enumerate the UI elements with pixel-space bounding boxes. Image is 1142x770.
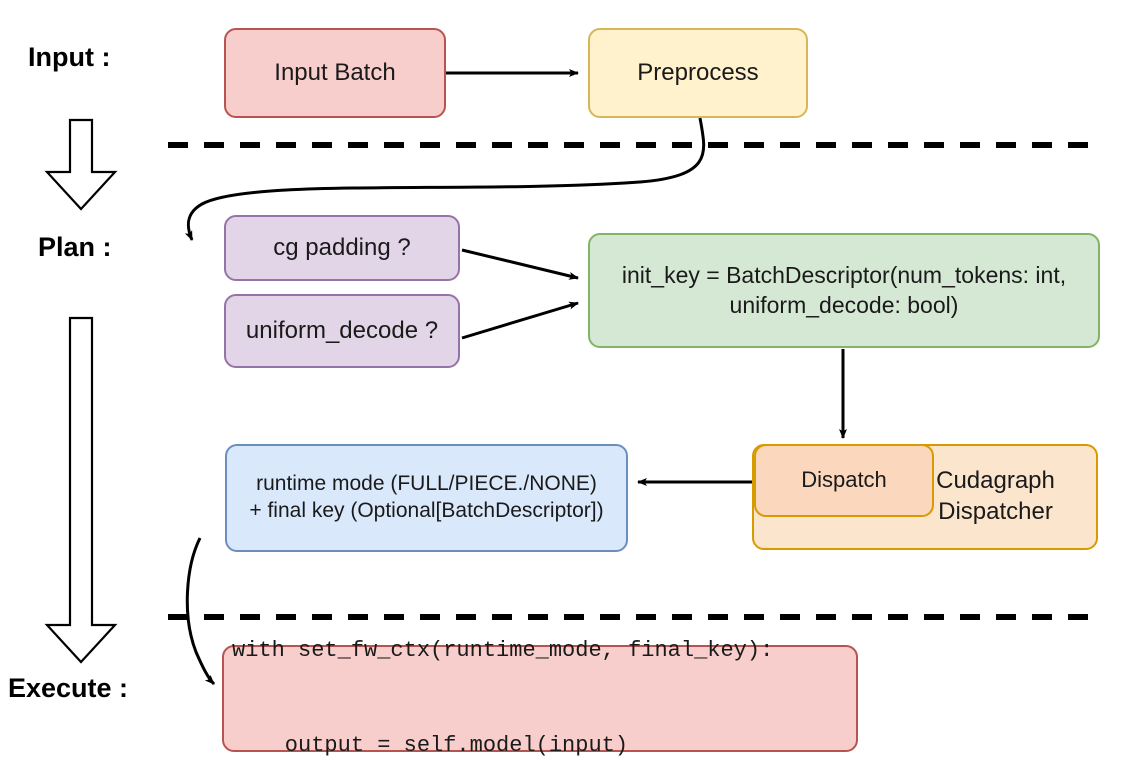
node-runtime-mode-text: runtime mode (FULL/PIECE./NONE) + final … bbox=[249, 471, 603, 525]
node-code-text: with set_fw_ctx(runtime_mode, final_key)… bbox=[232, 571, 773, 770]
input-to-plan-arrow bbox=[44, 118, 118, 211]
stage-label-plan: Plan : bbox=[38, 232, 112, 262]
edge-runtime-mode-to-code bbox=[185, 537, 216, 686]
node-init-key-line-1: init_key = BatchDescriptor(num_tokens: i… bbox=[621, 262, 1067, 289]
edge-uniform-decode-to-init-key bbox=[461, 301, 579, 340]
node-init-key[interactable]: init_key = BatchDescriptor(num_tokens: i… bbox=[588, 233, 1100, 348]
node-runtime-mode-line-1: runtime mode (FULL/PIECE./NONE) bbox=[256, 472, 597, 496]
node-cg-padding[interactable]: cg padding ? bbox=[224, 215, 460, 281]
stage-label-input: Input : bbox=[28, 42, 111, 72]
node-runtime-mode-line-2: + final key (Optional[BatchDescriptor]) bbox=[249, 499, 604, 522]
node-preprocess[interactable]: Preprocess bbox=[588, 28, 808, 118]
node-dispatch[interactable]: Dispatch bbox=[754, 444, 934, 517]
node-code-line-2: output = self.model(input) bbox=[232, 733, 629, 759]
node-input-batch[interactable]: Input Batch bbox=[224, 28, 446, 118]
node-dispatch-label: Dispatch bbox=[801, 467, 887, 493]
node-code-line-1: with set_fw_ctx(runtime_mode, final_key)… bbox=[232, 637, 774, 663]
node-cg-padding-label: cg padding ? bbox=[273, 233, 411, 261]
node-runtime-mode[interactable]: runtime mode (FULL/PIECE./NONE) + final … bbox=[225, 444, 628, 552]
edge-cg-padding-to-init-key bbox=[461, 248, 579, 280]
node-preprocess-label: Preprocess bbox=[637, 58, 759, 86]
node-uniform-decode-label: uniform_decode ? bbox=[245, 316, 439, 344]
node-cudagraph-dispatcher-line-1: Cudagraph bbox=[936, 467, 1055, 495]
node-uniform-decode[interactable]: uniform_decode ? bbox=[224, 294, 460, 368]
stage-label-execute: Execute : bbox=[8, 673, 129, 703]
node-input-batch-label: Input Batch bbox=[274, 58, 396, 86]
node-init-key-line-2: uniform_decode: bool) bbox=[729, 291, 959, 318]
node-init-key-text: init_key = BatchDescriptor(num_tokens: i… bbox=[622, 261, 1066, 320]
node-cudagraph-dispatcher-text: Cudagraph Dispatcher bbox=[913, 466, 1078, 527]
plan-to-execute-arrow bbox=[44, 316, 118, 664]
node-cudagraph-dispatcher-line-2: Dispatcher bbox=[938, 498, 1053, 525]
node-code-block[interactable]: with set_fw_ctx(runtime_mode, final_key)… bbox=[222, 638, 858, 758]
